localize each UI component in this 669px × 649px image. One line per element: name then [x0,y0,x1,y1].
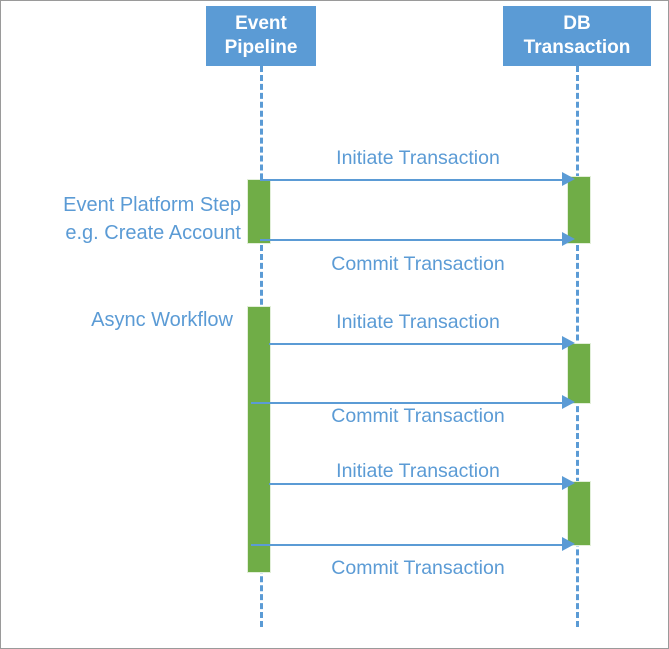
arrowhead-right-icon-3 [562,336,575,350]
activation-bar-event-pipeline-async [247,306,271,573]
participant-event-pipeline-line2: Pipeline [224,37,298,58]
message-line-commit-transaction-2 [251,402,564,404]
message-label-initiate-transaction-1: Initiate Transaction [336,147,500,169]
message-label-commit-transaction-1: Commit Transaction [331,253,505,275]
participant-db-transaction[interactable]: DB Transaction [503,6,651,66]
participant-event-pipeline[interactable]: Event Pipeline [206,6,316,66]
message-line-commit-transaction-3 [251,544,564,546]
participant-db-transaction-line2: Transaction [523,37,631,58]
arrowhead-right-icon-1 [562,172,575,186]
arrowhead-right-icon-4 [562,395,575,409]
message-line-initiate-transaction-2 [269,343,564,345]
arrowhead-right-icon-6 [562,537,575,551]
annotation-event-platform-step: Event Platform Step e.g. Create Account [1,191,241,247]
activation-bar-db-transaction-1 [567,176,591,244]
annotation-event-platform-step-line1: Event Platform Step [63,194,241,216]
annotation-event-platform-step-line2: e.g. Create Account [65,222,241,244]
message-label-commit-transaction-2: Commit Transaction [331,405,505,427]
activation-bar-db-transaction-2 [567,343,591,404]
message-line-initiate-transaction-1 [260,179,564,181]
arrowhead-right-icon-2 [562,232,575,246]
annotation-async-workflow: Async Workflow [1,306,233,334]
participant-db-transaction-line1: DB [563,13,591,34]
activation-bar-db-transaction-3 [567,481,591,546]
message-label-initiate-transaction-2: Initiate Transaction [336,311,500,333]
annotation-async-workflow-line1: Async Workflow [91,309,233,331]
message-label-initiate-transaction-3: Initiate Transaction [336,460,500,482]
message-line-commit-transaction-1 [260,239,564,241]
arrowhead-right-icon-5 [562,476,575,490]
participant-event-pipeline-line1: Event [235,13,287,34]
activation-bar-event-pipeline-step [247,179,271,244]
message-line-initiate-transaction-3 [269,483,564,485]
message-label-commit-transaction-3: Commit Transaction [331,557,505,579]
